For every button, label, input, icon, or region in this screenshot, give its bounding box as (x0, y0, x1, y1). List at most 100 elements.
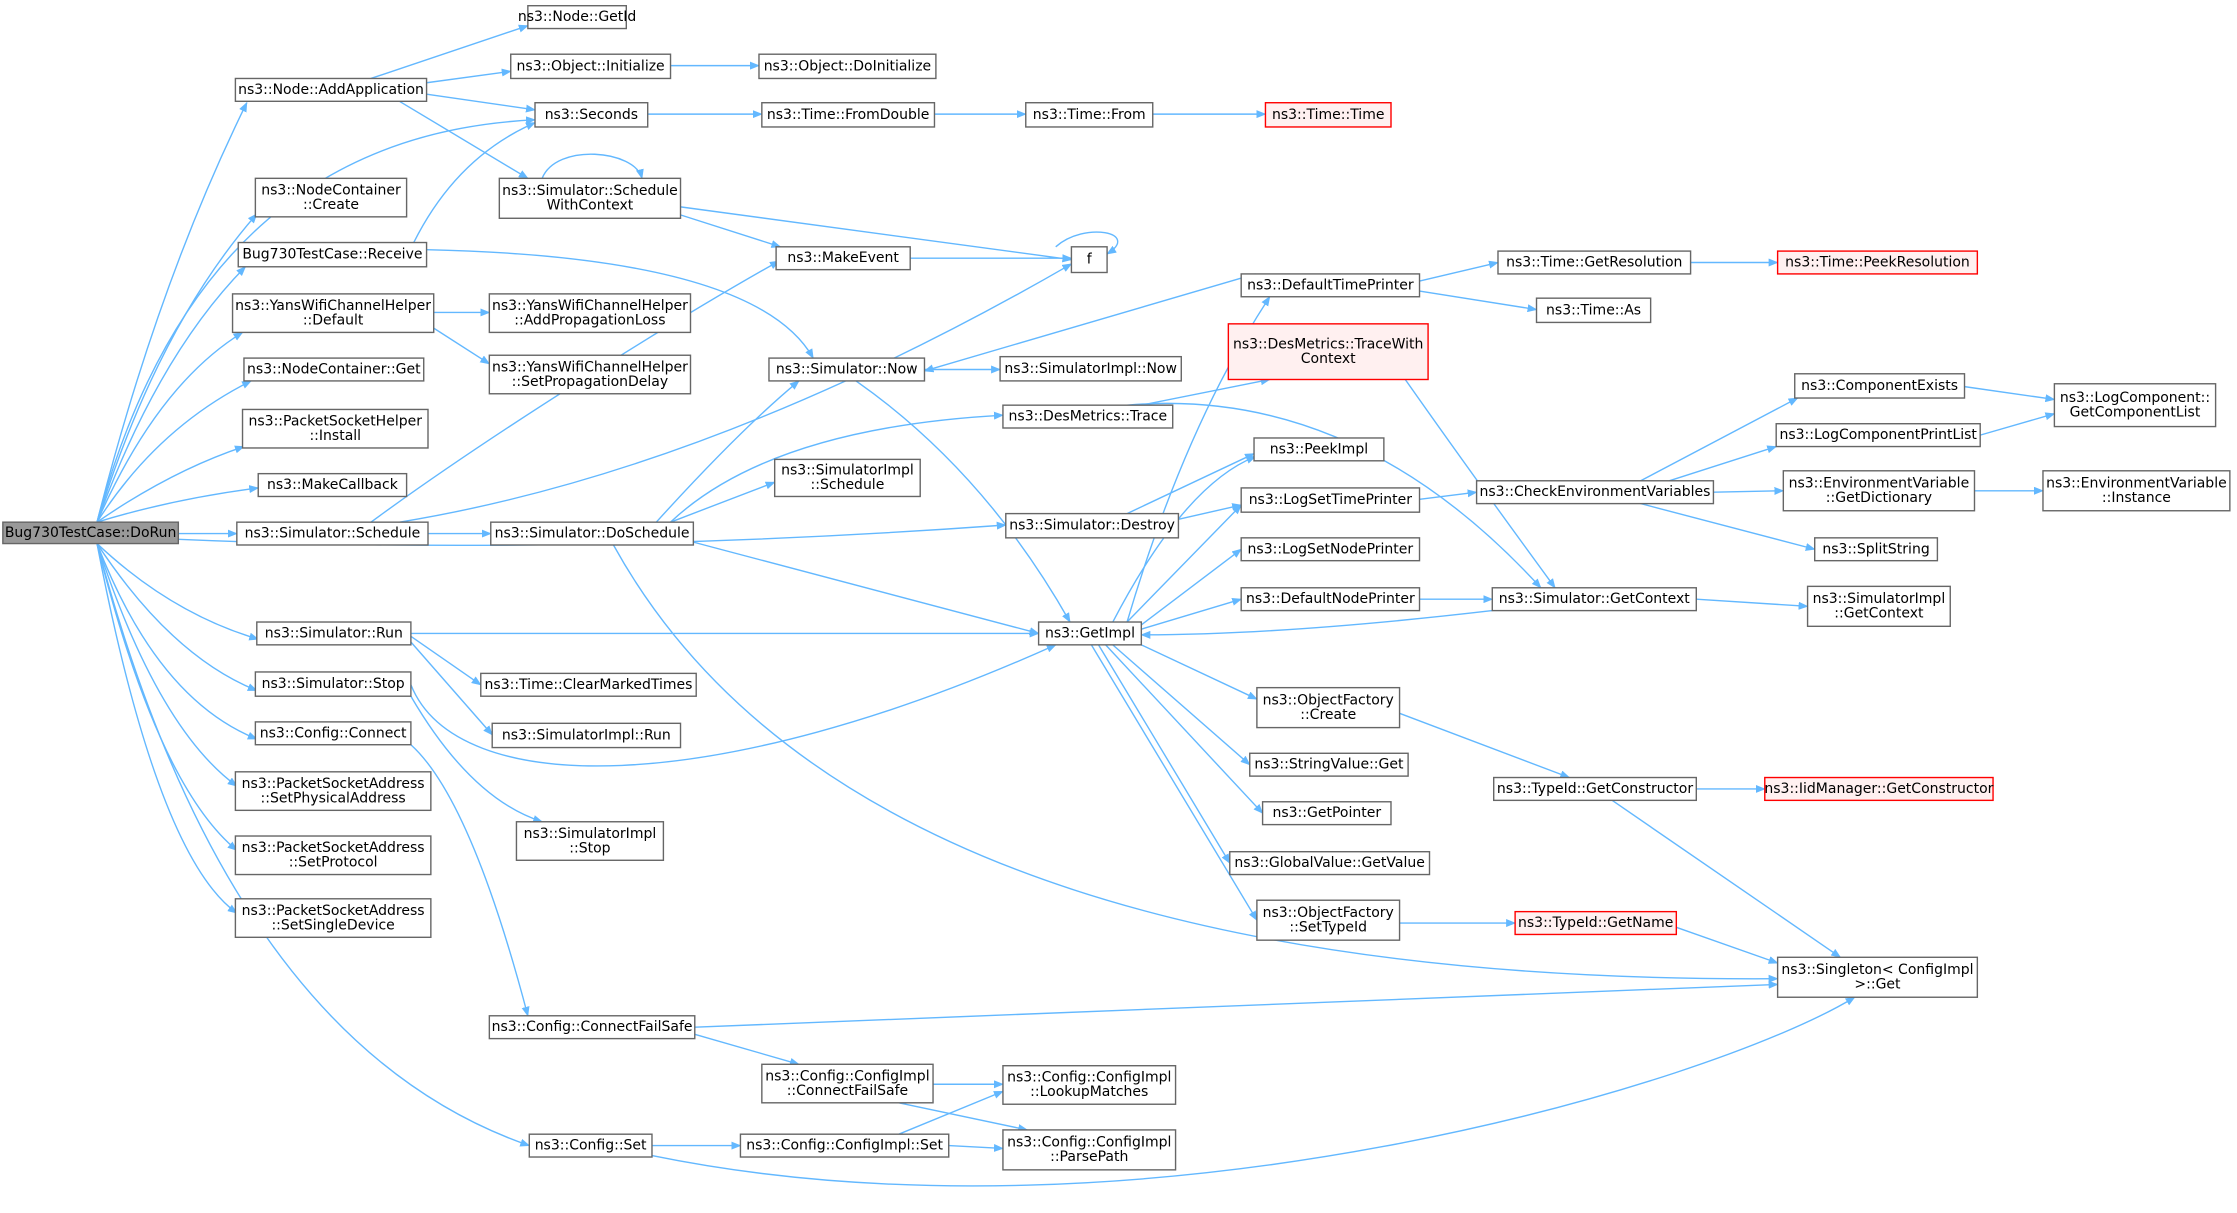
function-node-ncget[interactable]: ns3::NodeContainer::Get (243, 357, 425, 382)
edge-root-to-cfgset (96, 543, 531, 1147)
function-node-globvalget[interactable]: ns3::GlobalValue::GetValue (1229, 851, 1431, 876)
function-node-addapp[interactable]: ns3::Node::AddApplication (234, 77, 428, 103)
node-label: ns3::Config::ConfigImpl (765, 1068, 929, 1084)
function-node-lookupmatches[interactable]: ns3::Config::ConfigImpl::LookupMatches (1002, 1065, 1177, 1105)
function-node-timefrom[interactable]: ns3::Time::From (1025, 102, 1154, 128)
node-box (257, 472, 408, 498)
function-node-nccreate[interactable]: ns3::NodeContainer::Create (254, 177, 408, 218)
function-node-logsetnode[interactable]: ns3::LogSetNodePrinter (1240, 537, 1421, 562)
function-node-splitstring[interactable]: ns3::SplitString (1814, 537, 1939, 562)
node-label: ns3::PacketSocketHelper (249, 413, 423, 429)
node-box (491, 722, 682, 749)
edge-simsched-to-f (399, 263, 1073, 523)
function-node-cfgset[interactable]: ns3::Config::Set (528, 1133, 653, 1158)
function-node-peekimpl[interactable]: ns3::PeekImpl (1253, 437, 1385, 462)
function-node-simstop[interactable]: ns3::Simulator::Stop (254, 671, 412, 697)
function-node-simimplnow[interactable]: ns3::SimulatorImpl::Now (999, 355, 1182, 382)
function-node-compexists[interactable]: ns3::ComponentExists (1794, 373, 1966, 399)
function-node-yansdef[interactable]: ns3::YansWifiChannelHelper::Default (231, 293, 435, 334)
function-node-objfsettype[interactable]: ns3::ObjectFactory::SetTypeId (1256, 899, 1401, 941)
node-box (488, 1015, 696, 1040)
function-node-doinit[interactable]: ns3::Object::DoInitialize (758, 53, 937, 80)
function-node-defnodeprinter[interactable]: ns3::DefaultNodePrinter (1240, 587, 1421, 612)
function-node-cfgimplconnfs[interactable]: ns3::Config::ConfigImpl::ConnectFailSafe (761, 1063, 934, 1104)
function-node-simsched[interactable]: ns3::Simulator::Schedule (236, 521, 429, 546)
edge-schedwc-to-f (680, 206, 1073, 263)
function-node-simgetctx[interactable]: ns3::Simulator::GetContext (1491, 587, 1697, 612)
function-node-makeevent[interactable]: ns3::MakeEvent (775, 246, 911, 271)
edge-getimpl-to-defnodeprinter (1141, 597, 1243, 630)
function-node-cfgconnect[interactable]: ns3::Config::Connect (254, 721, 412, 746)
node-box (1814, 537, 1939, 562)
function-node-timeas[interactable]: ns3::Time::As (1535, 297, 1652, 324)
function-node-psasetproto[interactable]: ns3::PacketSocketAddress::SetProtocol (234, 835, 432, 876)
function-node-deftimeprinter[interactable]: ns3::DefaultTimePrinter (1240, 273, 1421, 298)
node-box (2, 521, 180, 545)
edge-checkenv-to-compexists (1640, 397, 1799, 482)
function-node-simdosched[interactable]: ns3::Simulator::DoSchedule (490, 521, 695, 546)
node-box (761, 102, 936, 128)
function-node-cfgconnectfs[interactable]: ns3::Config::ConnectFailSafe (488, 1015, 696, 1040)
node-label: ns3::MakeEvent (787, 250, 899, 266)
function-node-envinstance[interactable]: ns3::EnvironmentVariable::Instance (2042, 470, 2231, 512)
function-node-peekres[interactable]: ns3::Time::PeekResolution (1776, 250, 1979, 275)
function-node-objinit[interactable]: ns3::Object::Initialize (510, 53, 672, 80)
node-label: ::SetProtocol (289, 855, 378, 871)
function-node-simdestroy[interactable]: ns3::Simulator::Destroy (1005, 512, 1180, 539)
function-node-getpointer[interactable]: ns3::GetPointer (1261, 801, 1392, 826)
function-node-pshinstall[interactable]: ns3::PacketSocketHelper::Install (241, 408, 429, 449)
function-node-simimplgetctx[interactable]: ns3::SimulatorImpl::GetContext (1806, 585, 1951, 628)
node-label: ns3::Simulator::Schedule (502, 183, 678, 199)
function-node-strvalget[interactable]: ns3::StringValue::Get (1249, 752, 1409, 777)
function-node-typeidgetctor[interactable]: ns3::TypeId::GetConstructor (1493, 776, 1697, 802)
function-node-parsepath[interactable]: ns3::Config::ConfigImpl::ParsePath (1002, 1129, 1177, 1171)
function-node-simimplstop[interactable]: ns3::SimulatorImpl::Stop (515, 821, 665, 861)
function-node-timetime[interactable]: ns3::Time::Time (1264, 102, 1392, 128)
function-node-receive[interactable]: Bug730TestCase::Receive (237, 241, 428, 268)
function-node-setpropdelay[interactable]: ns3::YansWifiChannelHelper::SetPropagati… (488, 354, 692, 395)
node-label: ns3::SplitString (1822, 541, 1929, 557)
function-node-clearmarked[interactable]: ns3::Time::ClearMarkedTimes (480, 672, 697, 697)
node-box (528, 1133, 653, 1158)
node-box (758, 53, 937, 80)
function-node-cfgimplset[interactable]: ns3::Config::ConfigImpl::Set (739, 1133, 950, 1158)
edge-schedwc-to-schedwc (541, 153, 644, 180)
function-node-simnow[interactable]: ns3::Simulator::Now (768, 357, 926, 382)
node-box (1005, 512, 1180, 539)
node-box (1782, 470, 1976, 512)
function-node-psasetsingle[interactable]: ns3::PacketSocketAddress::SetSingleDevic… (234, 898, 432, 939)
function-node-objfcreate[interactable]: ns3::ObjectFactory::Create (1256, 686, 1401, 729)
function-node-logcompprint[interactable]: ns3::LogComponentPrintList (1775, 423, 1981, 448)
function-node-logsettime[interactable]: ns3::LogSetTimePrinter (1240, 487, 1421, 513)
edge-checkenv-to-envgetdict (1713, 486, 1785, 495)
function-node-getcomplist[interactable]: ns3::LogComponent::GetComponentList (2053, 383, 2217, 428)
function-node-checkenv[interactable]: ns3::CheckEnvironmentVariables (1475, 480, 1715, 505)
function-node-makecb[interactable]: ns3::MakeCallback (257, 472, 408, 498)
function-node-psasetphys[interactable]: ns3::PacketSocketAddress::SetPhysicalAdd… (234, 771, 432, 812)
function-node-iidmgrgetctor[interactable]: ns3::IidManager::GetConstructor (1764, 776, 1994, 802)
function-node-seconds[interactable]: ns3::Seconds (534, 102, 649, 128)
function-node-desmtrace[interactable]: ns3::DesMetrics::Trace (1002, 404, 1174, 429)
node-box (2042, 470, 2231, 512)
function-node-fromdouble[interactable]: ns3::Time::FromDouble (761, 102, 936, 128)
function-node-getid[interactable]: ns3::Node::GetId (518, 5, 636, 30)
function-node-simimplrun[interactable]: ns3::SimulatorImpl::Run (491, 722, 682, 749)
function-node-getres[interactable]: ns3::Time::GetResolution (1497, 250, 1692, 275)
function-node-typeidgetname[interactable]: ns3::TypeId::GetName (1514, 910, 1678, 936)
function-node-root[interactable]: Bug730TestCase::DoRun (2, 521, 180, 545)
function-node-f[interactable]: f (1070, 246, 1108, 274)
node-box (1227, 323, 1429, 381)
function-node-simrun[interactable]: ns3::Simulator::Run (256, 621, 412, 646)
function-node-simimplsched[interactable]: ns3::SimulatorImpl::Schedule (773, 458, 921, 498)
function-node-addproploss[interactable]: ns3::YansWifiChannelHelper::AddPropagati… (488, 293, 692, 334)
node-box (775, 246, 911, 271)
function-node-getimpl[interactable]: ns3::GetImpl (1037, 621, 1143, 646)
node-label: ns3::ComponentExists (1801, 378, 1958, 394)
edge-simgetctx-to-simimplgetctx (1696, 598, 1809, 610)
node-label: ns3::Simulator::GetContext (1499, 591, 1691, 607)
function-node-singletonget[interactable]: ns3::Singleton< ConfigImpl >::Get (1776, 956, 1979, 998)
function-node-envgetdict[interactable]: ns3::EnvironmentVariable::GetDictionary (1782, 470, 1976, 512)
node-box (1025, 102, 1154, 128)
